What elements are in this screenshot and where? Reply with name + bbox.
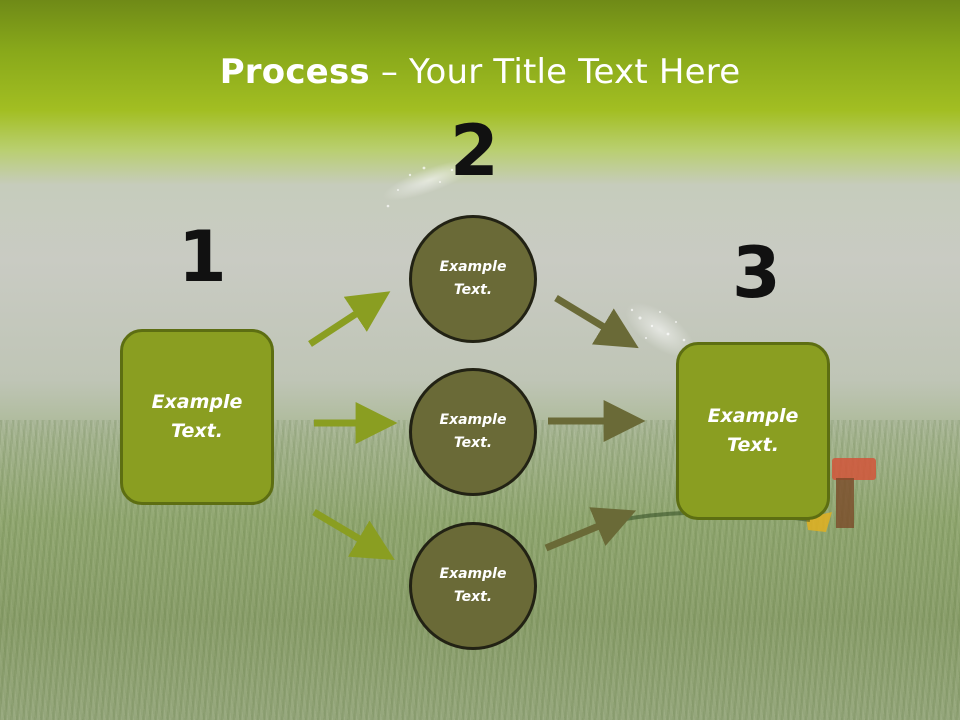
step-number-3: 3 [732, 232, 781, 314]
step-2-circle-middle: Example Text. [409, 368, 537, 496]
arrow-1-to-bottom [312, 508, 395, 561]
arrow-top-to-3 [554, 295, 639, 349]
title-bold: Process [219, 52, 370, 92]
step-1-box: Example Text. [120, 329, 274, 505]
step-2-circle-bottom: Example Text. [409, 522, 537, 650]
title-rest: – Your Title Text Here [369, 52, 741, 92]
step-3-box: Example Text. [676, 342, 830, 520]
step-2-circle-top: Example Text. [409, 215, 537, 343]
step-number-2: 2 [450, 110, 499, 192]
step-number-1: 1 [178, 216, 227, 298]
arrow-bottom-to-3 [544, 507, 637, 552]
arrow-1-to-top [308, 291, 391, 347]
slide-title: Process – Your Title Text Here [0, 52, 960, 92]
